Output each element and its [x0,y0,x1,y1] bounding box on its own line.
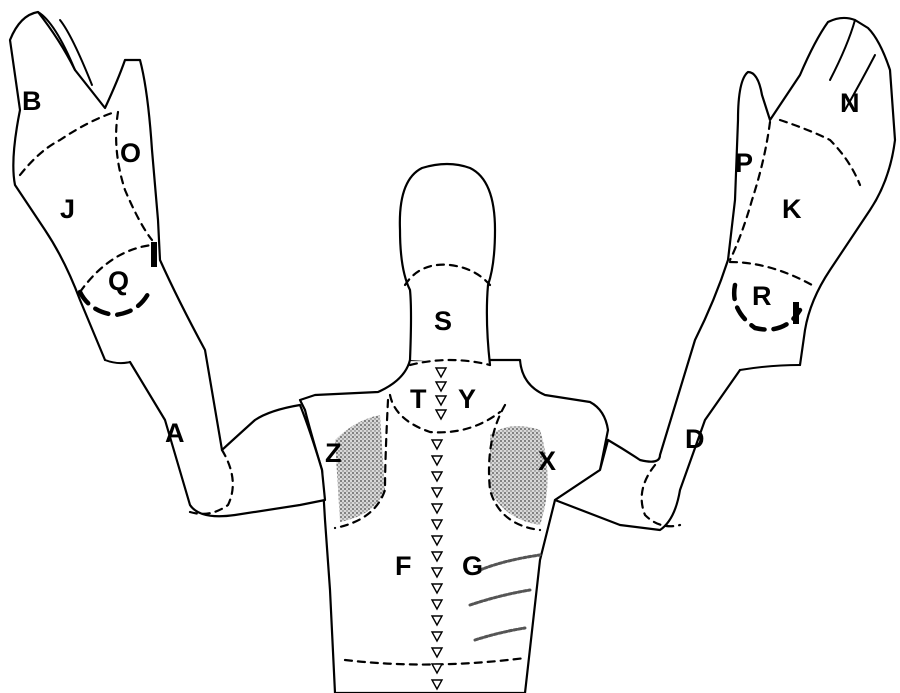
label-d: D [685,424,705,454]
label-g: G [462,551,483,581]
label-y: Y [458,384,476,414]
label-n: N [840,88,860,118]
label-s: S [434,306,452,336]
left-wrist-mark [151,242,157,267]
label-z: Z [325,438,342,468]
left-forearm-edge [105,360,130,363]
torso-outline [300,360,608,693]
label-o: O [120,138,141,168]
label-t: T [410,384,427,414]
right-forearm-edge [740,365,800,370]
label-b: B [22,86,42,116]
label-r: R [752,281,772,311]
label-j: J [60,194,75,224]
label-f: F [395,551,412,581]
label-k: K [782,194,802,224]
right-wrist-mark [793,302,799,324]
label-q: Q [108,266,129,296]
label-p: P [735,148,753,178]
label-a: A [165,418,185,448]
label-x: X [538,446,556,476]
